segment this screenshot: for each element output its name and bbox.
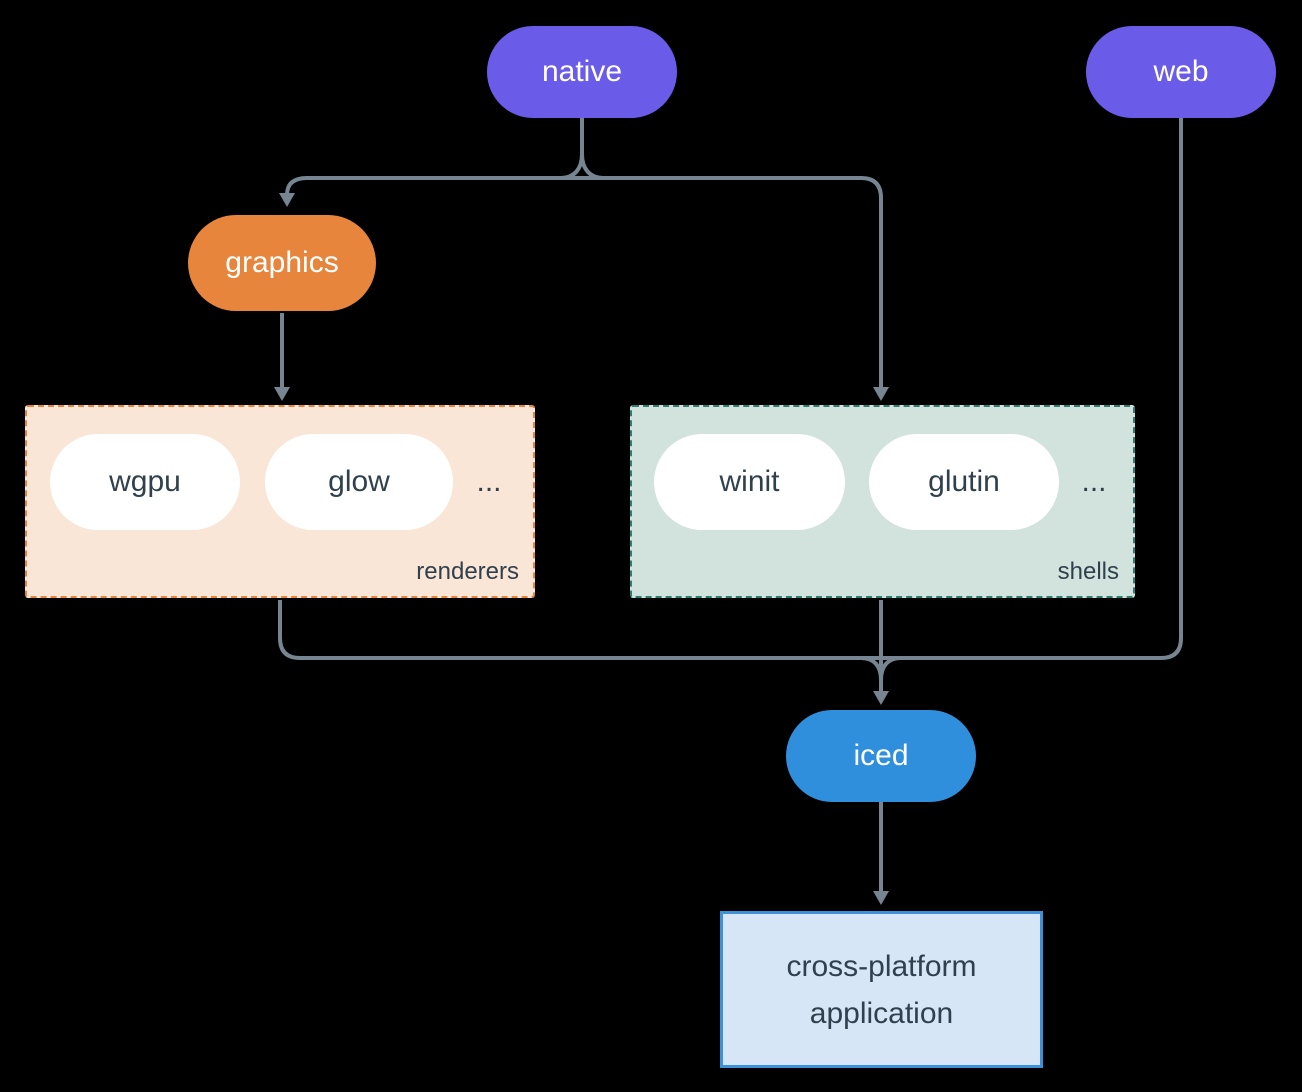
group-shells: winit glutin ... shells [630,405,1135,598]
edge-merge-flare-right [879,656,902,681]
group-renderers: wgpu glow ... renderers [25,405,535,598]
node-web: web [1086,26,1276,118]
shells-group-label: shells [1057,558,1119,585]
app-label-line1: cross-platform [786,949,977,983]
node-glutin-label: glutin [928,465,1000,498]
node-iced-label: iced [853,739,909,772]
edge-native-flare-right [580,153,604,180]
arrowhead-iced [873,691,889,705]
node-web-label: web [1153,55,1209,88]
edge-native-branches [285,176,883,388]
arrowhead-shells [873,387,889,401]
edge-native-flare-left [560,153,584,180]
arrowhead-app [873,891,889,905]
arrowhead-graphics [279,193,295,207]
app-label-line2: application [809,996,954,1030]
node-glow: glow [265,434,453,530]
node-winit: winit [654,434,845,530]
renderers-ellipsis: ... [476,465,502,498]
node-graphics: graphics [188,215,376,311]
node-glow-label: glow [328,465,390,498]
node-iced: iced [786,710,976,802]
edge-merge-flare-left [860,656,883,681]
node-winit-label: winit [719,465,780,498]
node-native-label: native [541,55,623,88]
node-graphics-label: graphics [225,246,339,279]
node-cross-platform-application: cross-platform application [720,911,1043,1068]
node-wgpu: wgpu [50,434,240,530]
edge-merge-horizontal [278,117,1183,660]
node-wgpu-label: wgpu [109,465,181,498]
node-glutin: glutin [869,434,1059,530]
shells-ellipsis: ... [1081,465,1107,498]
arrowhead-renderers [274,387,290,401]
node-native: native [487,26,677,118]
renderers-group-label: renderers [416,558,519,585]
